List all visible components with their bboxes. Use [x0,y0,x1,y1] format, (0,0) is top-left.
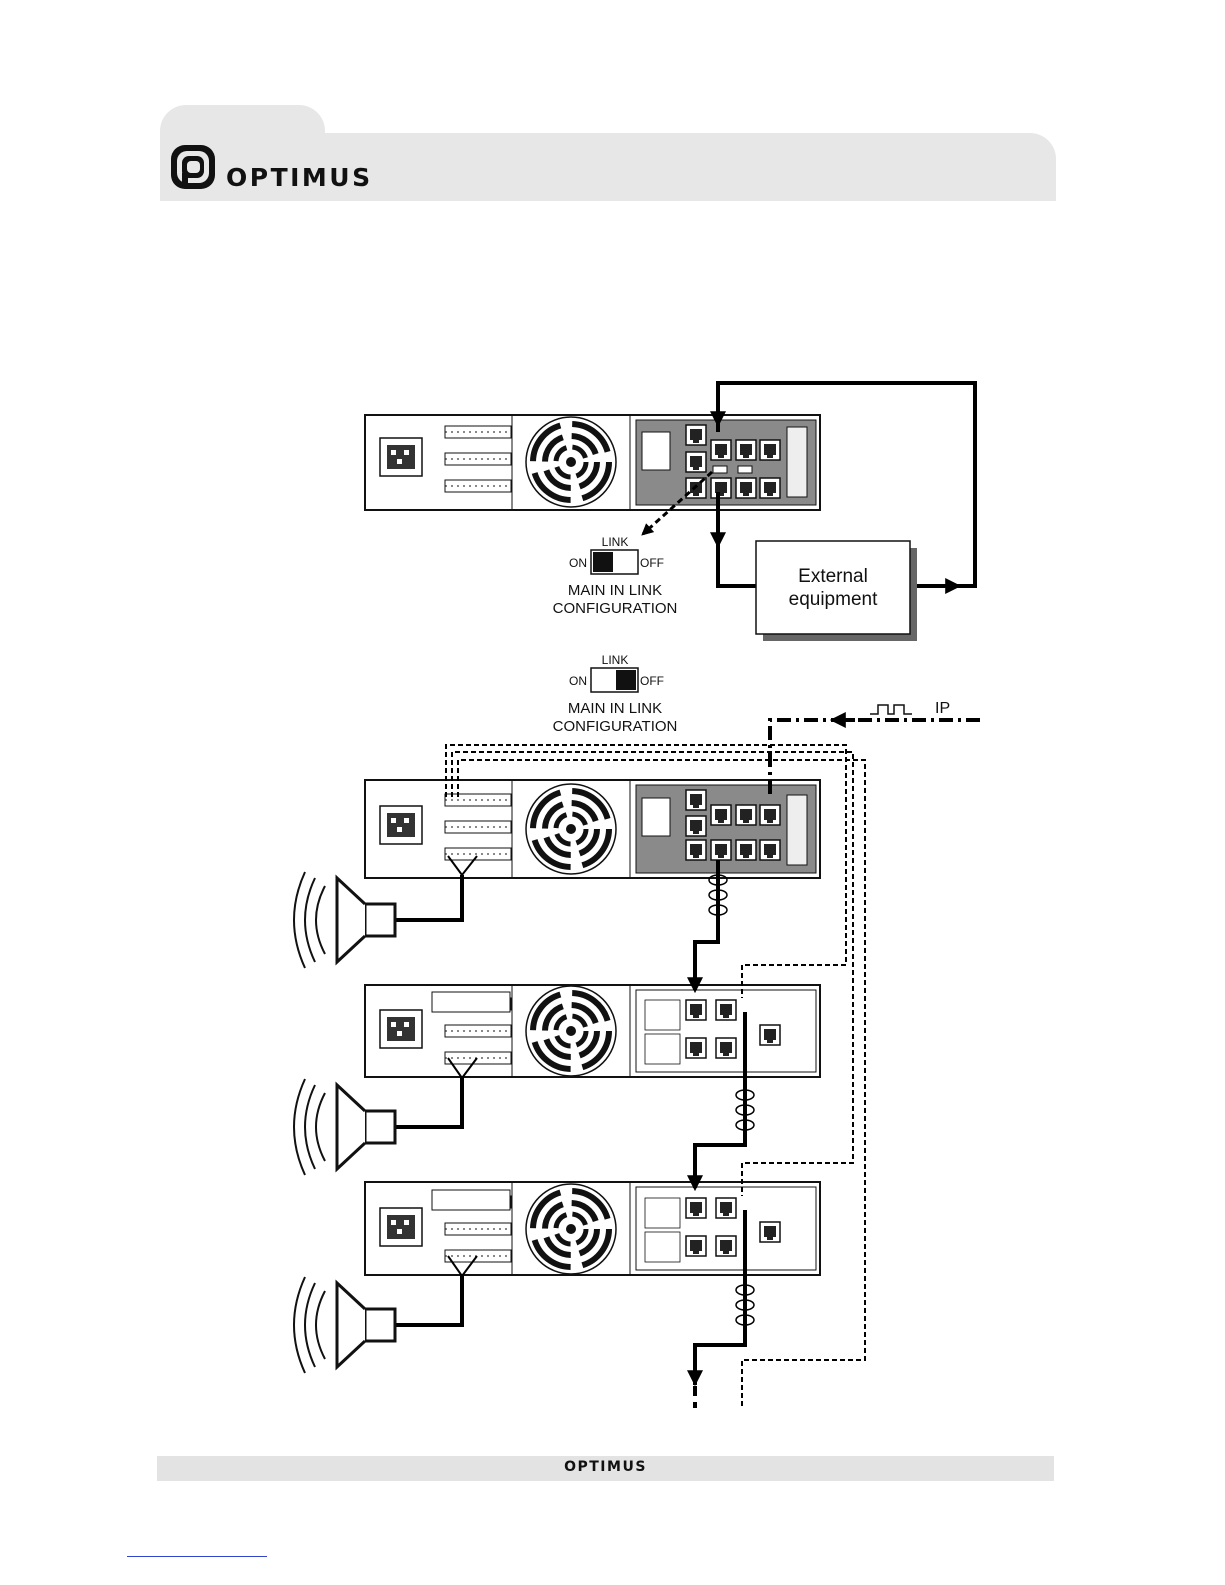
external-equipment-box: External equipment [756,541,917,641]
footer-band: OPTIMUS [157,1456,1054,1481]
svg-text:OFF: OFF [640,556,664,570]
amplifier-unit-4 [365,1182,820,1275]
svg-text:OFF: OFF [640,674,664,688]
link-switch-off: LINK ON OFF MAIN IN LINK CONFIGURATION [553,653,678,735]
svg-text:ON: ON [569,674,587,688]
amplifier-unit-2 [365,780,820,878]
svg-text:LINK: LINK [602,653,629,667]
svg-text:CONFIGURATION: CONFIGURATION [553,600,678,617]
amplifier-unit-1 [365,415,820,510]
fan-icon [526,1184,616,1274]
link-cables [695,860,745,1408]
external-equipment-line2: equipment [789,589,878,610]
ip-label: IP [935,700,950,717]
amplifier-unit-3 [365,985,820,1077]
speaker-icon [294,1079,395,1175]
link-switch-on: LINK ON OFF MAIN IN LINK CONFIGURATION [553,535,678,617]
bottom-rule [127,1556,267,1557]
footer-brand: OPTIMUS [157,1459,1054,1475]
svg-text:LINK: LINK [602,535,629,549]
fan-icon [526,417,616,507]
fan-icon [526,986,616,1076]
external-equipment-line1: External [798,566,868,587]
speaker-icon [294,1277,395,1373]
svg-text:MAIN IN LINK: MAIN IN LINK [568,700,662,717]
svg-text:MAIN IN LINK: MAIN IN LINK [568,582,662,599]
svg-text:CONFIGURATION: CONFIGURATION [553,718,678,735]
fan-icon [526,784,616,874]
svg-text:ON: ON [569,556,587,570]
speaker-icon [294,872,395,968]
